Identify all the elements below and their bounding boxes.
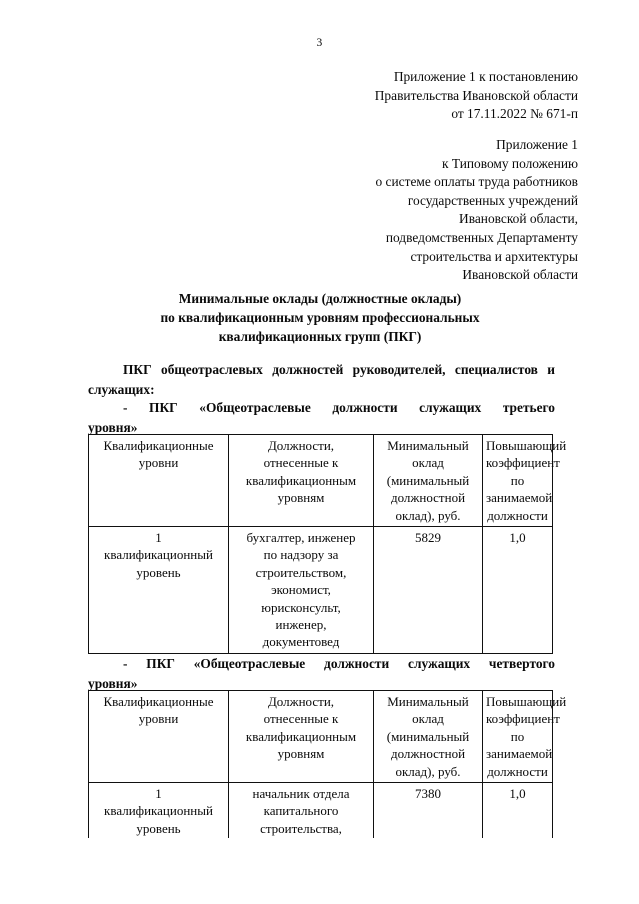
section-heading-line-2: уровня»	[88, 419, 138, 435]
column-header-coefficient: Повышающий коэффициент по занимаемой дол…	[482, 689, 566, 784]
table-row: 1 квалификационный уровень начальник отд…	[88, 782, 553, 841]
table-header-row: Квалификационные уровни Должности, отнес…	[88, 433, 566, 528]
table-header-row: Квалификационные уровни Должности, отнес…	[88, 689, 566, 784]
column-header-level: Квалификационные уровни	[88, 433, 229, 528]
section-heading-third-level: - ПКГ «Общеотраслевые должности служащих…	[88, 398, 555, 437]
salary-table-fourth-level: Квалификационные уровни Должности, отнес…	[88, 689, 566, 841]
appendix-reference-block: Приложение 1 к постановлению Правительст…	[374, 69, 578, 122]
column-header-positions: Должности, отнесенные к квалификационным…	[228, 689, 374, 784]
column-header-min-salary: Минимальный оклад (минимальный должностн…	[373, 433, 483, 528]
cell-min-salary: 7380	[373, 782, 483, 841]
cell-positions: бухгалтер, инженер по надзору за строите…	[228, 526, 374, 655]
column-header-coefficient: Повышающий коэффициент по занимаемой дол…	[482, 433, 566, 528]
cell-coefficient: 1,0	[482, 782, 553, 841]
column-header-level: Квалификационные уровни	[88, 689, 229, 784]
page-title: Минимальные оклады (должностные оклады) …	[160, 291, 480, 344]
cell-level: 1 квалификационный уровень	[88, 526, 229, 655]
cell-level: 1 квалификационный уровень	[88, 782, 229, 841]
section-heading-line-2: уровня»	[88, 675, 138, 691]
section-heading-line-1: - ПКГ «Общеотраслевые должности служащих…	[123, 656, 555, 671]
column-header-min-salary: Минимальный оклад (минимальный должностн…	[373, 689, 483, 784]
cell-min-salary: 5829	[373, 526, 483, 655]
intro-paragraph: ПКГ общеотраслевых должностей руководите…	[88, 362, 555, 397]
cell-coefficient: 1,0	[482, 526, 553, 655]
appendix-attribution-block: Приложение 1 к Типовому положению о сист…	[375, 137, 578, 283]
section-heading-fourth-level: - ПКГ «Общеотраслевые должности служащих…	[88, 654, 555, 693]
section-heading-line-1: - ПКГ «Общеотраслевые должности служащих…	[123, 400, 555, 415]
page-number: 3	[316, 37, 323, 49]
table-row: 1 квалификационный уровень бухгалтер, ин…	[88, 526, 553, 655]
page-bottom-clip	[0, 838, 639, 904]
cell-positions: начальник отдела капитального строительс…	[228, 782, 374, 841]
column-header-positions: Должности, отнесенные к квалификационным…	[228, 433, 374, 528]
salary-table-third-level: Квалификационные уровни Должности, отнес…	[88, 433, 566, 655]
